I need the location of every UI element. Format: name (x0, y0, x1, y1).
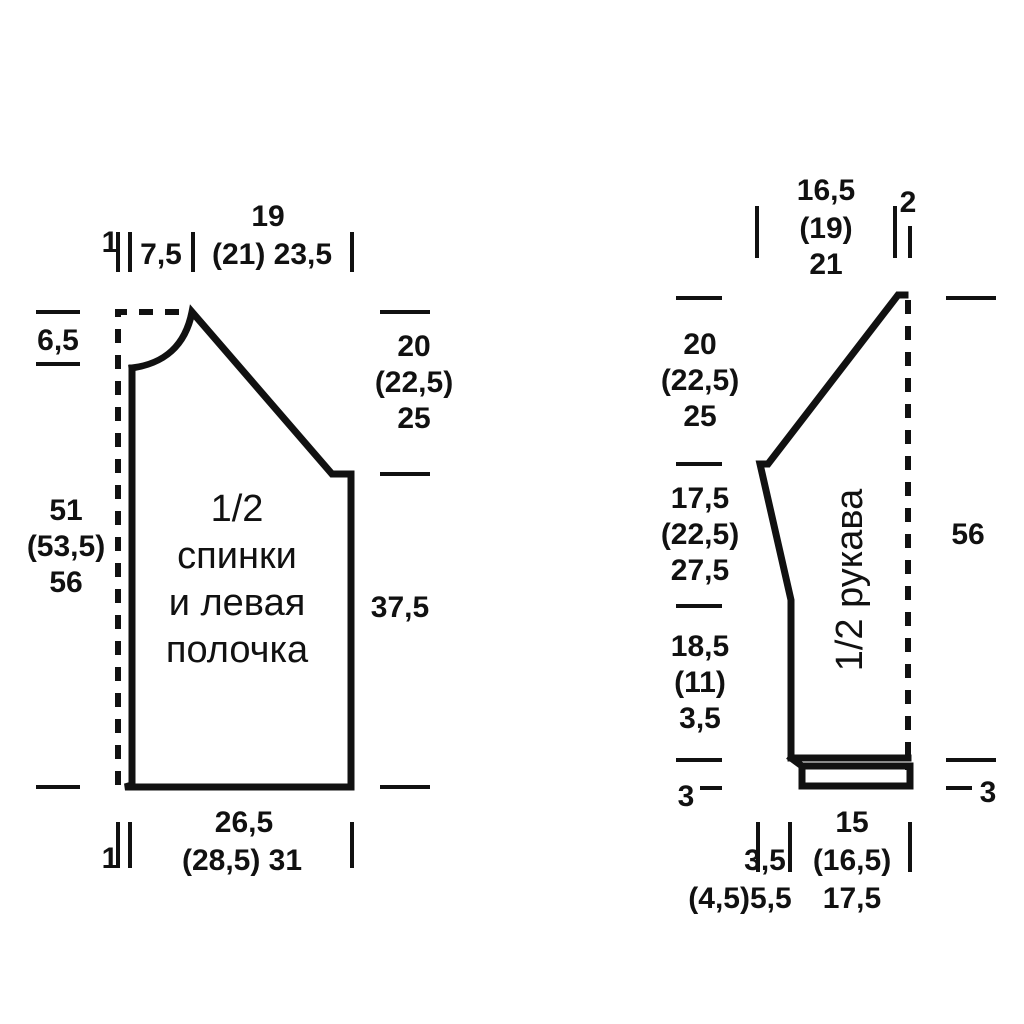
sleeve-top-width-line-1: 16,5 (797, 174, 855, 207)
sleeve-cuff-right: 3 (980, 776, 997, 809)
back-top-shoulder-line-1: 19 (251, 200, 284, 233)
back-armhole-line-2: (22,5) (375, 366, 453, 399)
back-title-line-2: спинки (177, 535, 297, 577)
sleeve-bottom-left-line-1: 3,5 (744, 844, 786, 877)
back-total-height-line-3: 56 (49, 566, 82, 599)
back-top-shoulder-line-2: (21) 23,5 (212, 238, 332, 271)
sleeve-lower-line-1: 18,5 (671, 630, 729, 663)
sleeve-cap-line-3: 25 (683, 400, 716, 433)
sleeve-lower-line-2: (11) (674, 666, 726, 699)
sleeve-cuff (786, 753, 914, 790)
sleeve-bottom-left-line-2: (4,5)5,5 (688, 882, 791, 915)
sleeve-cap-line-1: 20 (683, 328, 716, 361)
back-title-line-3: и левая (169, 582, 306, 624)
back-top-1: 1 (102, 226, 119, 259)
back-front-piece: 1/2 спинки и левая полочка 1 7,5 19 (21)… (27, 200, 453, 877)
back-title-line-4: полочка (166, 629, 309, 671)
sleeve-upper-line-3: 27,5 (671, 554, 729, 587)
sleeve-upper-line-2: (22,5) (661, 518, 739, 551)
back-total-height-line-1: 51 (49, 494, 82, 527)
sleeve-top-width-line-3: 21 (809, 248, 842, 281)
back-neck-depth: 6,5 (37, 324, 79, 357)
back-bottom-width-line-2: (28,5) 31 (182, 844, 302, 877)
sleeve-bottom-right-line-1: 15 (835, 806, 868, 839)
back-top-neck-width: 7,5 (140, 238, 182, 271)
sleeve-bottom-right-line-3: 17,5 (823, 882, 881, 915)
back-side-height: 37,5 (371, 591, 429, 624)
sleeve-title: 1/2 рукава (829, 488, 871, 671)
sleeve-cap-line-2: (22,5) (661, 364, 739, 397)
sleeve-top-width-line-2: (19) (799, 212, 852, 245)
back-bottom-width-line-1: 26,5 (215, 806, 273, 839)
sleeve-bottom-right-line-2: (16,5) (813, 844, 891, 877)
back-armhole-line-1: 20 (397, 330, 430, 363)
sleeve-upper-line-1: 17,5 (671, 482, 729, 515)
sleeve-cuff-left: 3 (678, 780, 695, 813)
back-armhole-line-3: 25 (397, 402, 430, 435)
back-bottom-1: 1 (102, 842, 119, 875)
sleeve-lower-line-3: 3,5 (679, 702, 721, 735)
back-dashed-outline (115, 309, 192, 785)
sleeve-top-2: 2 (900, 186, 917, 219)
sleeve-piece: 1/2 рукава 16,5 (19) 21 2 20 (22,5) 25 1… (661, 174, 997, 915)
sleeve-total-height: 56 (951, 518, 984, 551)
back-solid-outline (124, 304, 355, 791)
back-total-height-line-2: (53,5) (27, 530, 105, 563)
back-title-line-1: 1/2 (211, 488, 264, 530)
